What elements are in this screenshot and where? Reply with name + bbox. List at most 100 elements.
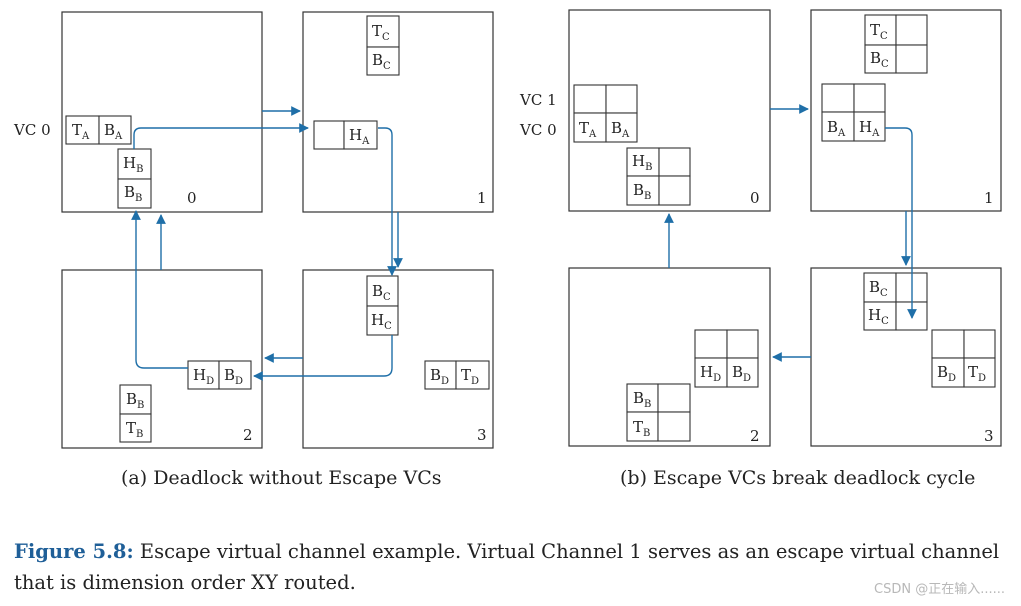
svg-text:TC: TC	[372, 22, 390, 43]
svg-text:TC: TC	[870, 21, 888, 42]
figure-label: Figure 5.8:	[14, 540, 134, 563]
svg-text:BA: BA	[104, 121, 123, 142]
flit-bB-2: B	[126, 390, 137, 408]
svg-text:TA: TA	[72, 121, 90, 142]
router-2b-east-buffer: HD BD	[694, 329, 759, 388]
flit-tD-b: T	[968, 363, 978, 381]
flit-tC: T	[372, 22, 382, 40]
svg-text:BB: BB	[633, 389, 651, 410]
flit-bC: B	[372, 51, 383, 69]
svg-text:TA: TA	[579, 119, 597, 140]
router-3-north-buffer: BC HC	[366, 275, 399, 336]
deadlock-path-a-to-c	[378, 127, 397, 276]
svg-text:HD: HD	[700, 363, 721, 384]
flit-hC: H	[371, 311, 384, 329]
vc1-label: VC 1	[519, 91, 557, 109]
router-3b-local-buffer: BD TD	[931, 329, 996, 388]
router-1-top-buffer: TC BC	[366, 15, 400, 76]
flit-tB-b: T	[633, 418, 643, 436]
router-1-west-buffer: HA	[313, 120, 378, 150]
flit-hA: H	[349, 126, 362, 144]
svg-text:BB: BB	[633, 181, 651, 202]
svg-text:HC: HC	[371, 311, 392, 332]
flit-bC-b: B	[870, 49, 881, 67]
svg-text:BD: BD	[732, 363, 751, 384]
panel-b-caption: (b) Escape VCs break deadlock cycle	[620, 467, 975, 489]
flit-hC-b: H	[868, 306, 881, 324]
router-3b-number: 3	[984, 427, 994, 445]
router-0-number: 0	[187, 189, 197, 207]
panel-a-caption: (a) Deadlock without Escape VCs	[121, 467, 441, 489]
flit-hA-b: H	[859, 118, 872, 136]
router-0b-west-buffer: TA BA	[573, 84, 638, 143]
router-2-east-buffer: HD BD	[187, 360, 252, 390]
flit-bC-3: B	[372, 282, 383, 300]
svg-text:HD: HD	[193, 366, 214, 387]
flit-tC-b: T	[870, 21, 880, 39]
flit-bA-1b: B	[827, 118, 838, 136]
flit-bD-3b: B	[937, 363, 948, 381]
flit-hD: H	[193, 366, 206, 384]
svg-text:TB: TB	[633, 418, 650, 439]
figure-caption: Figure 5.8: Escape virtual channel examp…	[14, 536, 1009, 598]
deadlock-path-b-to-a	[133, 123, 309, 149]
flit-tB: T	[126, 419, 136, 437]
flit-bB-2b: B	[633, 389, 644, 407]
router-2-number: 2	[243, 426, 253, 444]
flit-bA-b: B	[611, 119, 622, 137]
svg-text:HB: HB	[632, 152, 652, 173]
panel-b: 0 1 2 3 VC 1 VC 0 TA BA HB BB	[519, 9, 1002, 489]
router-1-number: 1	[477, 189, 487, 207]
router-1b-number: 1	[984, 189, 994, 207]
flit-bD-3: B	[430, 366, 441, 384]
router-2b-number: 2	[750, 427, 760, 445]
router-1b-top-buffer: TC BC	[864, 14, 928, 74]
svg-text:HA: HA	[349, 126, 370, 147]
router-0-south-buffer: HB BB	[117, 148, 152, 209]
router-0-vc0-buffer: TA BA	[65, 115, 132, 145]
flit-bD: B	[224, 366, 235, 384]
router-2-local-buffer: BB TB	[119, 384, 152, 443]
svg-text:BC: BC	[869, 278, 888, 299]
svg-text:BC: BC	[870, 49, 889, 70]
svg-text:BC: BC	[372, 51, 391, 72]
figure-caption-text: Escape virtual channel example. Virtual …	[14, 540, 1000, 594]
escape-path	[885, 127, 917, 319]
router-0-box	[61, 11, 263, 213]
svg-text:BD: BD	[224, 366, 243, 387]
svg-text:TD: TD	[461, 366, 479, 387]
router-3b-north-buffer: BC HC	[863, 272, 928, 331]
svg-text:BA: BA	[827, 118, 846, 139]
flit-hB-b: H	[632, 152, 645, 170]
flit-bD-b: B	[732, 363, 743, 381]
svg-text:TB: TB	[126, 419, 143, 440]
flit-hB: H	[123, 154, 136, 172]
svg-text:BA: BA	[611, 119, 630, 140]
watermark: CSDN @正在输入......	[874, 582, 1005, 597]
flit-tA-b: T	[579, 119, 589, 137]
svg-text:HB: HB	[123, 154, 143, 175]
deadlock-path-c-to-d	[253, 335, 393, 381]
svg-text:TD: TD	[968, 363, 986, 384]
deadlock-path-d-to-b	[131, 210, 188, 369]
svg-text:BB: BB	[126, 390, 144, 411]
router-3-number: 3	[477, 426, 487, 444]
svg-text:BB: BB	[124, 183, 142, 204]
flit-bA: B	[104, 121, 115, 139]
svg-text:HC: HC	[868, 306, 889, 327]
vc0-label-b: VC 0	[519, 121, 557, 139]
flit-bB-b: B	[633, 181, 644, 199]
router-3-local-buffer: BD TD	[424, 360, 490, 390]
svg-text:HA: HA	[859, 118, 880, 139]
flit-bB: B	[124, 183, 135, 201]
flit-tA: T	[72, 121, 82, 139]
flit-bC-3b: B	[869, 278, 880, 296]
panel-a: 0 1 2 3 VC 0 TA BA HB BB TC BC HA	[13, 11, 494, 489]
flit-tD: T	[461, 366, 471, 384]
router-2b-local-buffer: BB TB	[626, 383, 691, 442]
router-1b-west-buffer: BA HA	[821, 83, 886, 142]
vc0-label: VC 0	[13, 121, 51, 139]
router-0b-south-buffer: HB BB	[626, 147, 691, 206]
router-0b-number: 0	[750, 189, 760, 207]
